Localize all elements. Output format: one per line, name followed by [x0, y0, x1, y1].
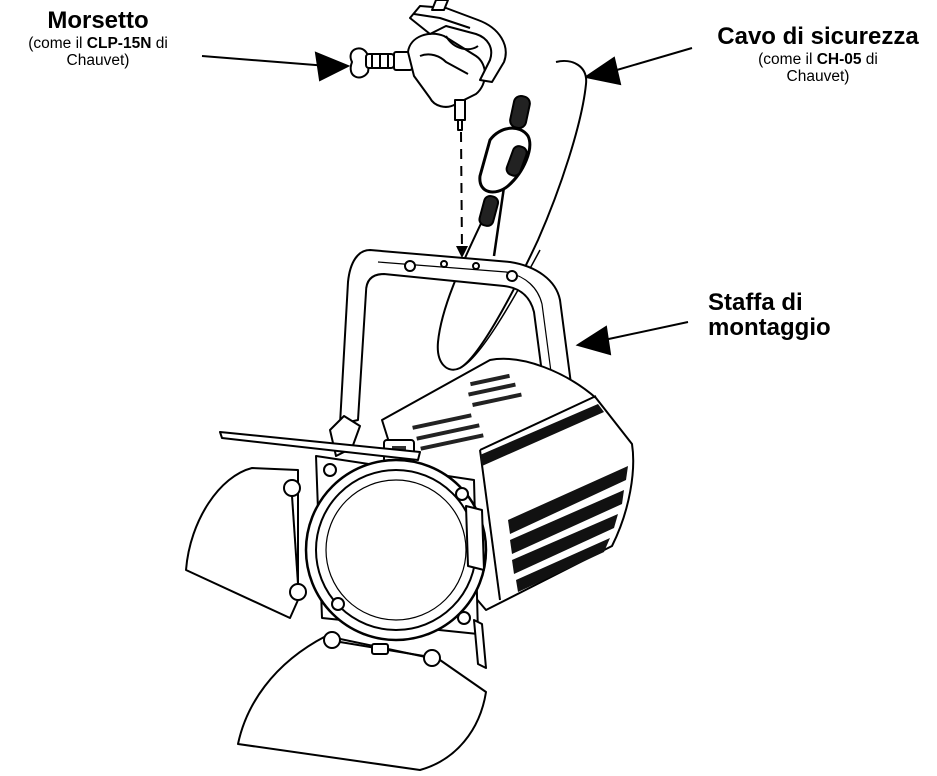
safety-cable-subtitle: (come il CH-05 di Chauvet)	[700, 51, 936, 86]
bracket-title-line2: montaggio	[708, 314, 831, 342]
clamp-drawing	[349, 0, 507, 131]
safety-cable-sub-line2: Chauvet)	[786, 68, 850, 86]
clamp-sub-suffix: di	[151, 34, 168, 52]
clamp-label: Morsetto (come il CLP-15N di Chauvet)	[8, 7, 188, 70]
clamp-sub-prefix: (come il	[28, 34, 87, 52]
clamp-arrow	[201, 55, 329, 67]
clamp-alignment-dashline	[460, 131, 463, 253]
safety-cable-arrow	[609, 47, 693, 73]
safety-cable-title: Cavo di sicurezza	[717, 23, 919, 50]
clamp-title: Morsetto	[47, 7, 149, 34]
safety-cable-model: CH-05	[816, 50, 862, 68]
bracket-title-line1: Staffa di	[708, 289, 803, 316]
clamp-model: CLP-15N	[86, 34, 152, 52]
safety-cable-sub-suffix: di	[861, 50, 878, 68]
callout-arrows	[201, 47, 693, 356]
barn-doors-drawing	[185, 431, 487, 771]
bracket-arrow	[603, 321, 689, 341]
safety-cable-label: Cavo di sicurezza (come il CH-05 di Chau…	[700, 23, 936, 86]
safety-cable-sub-prefix: (come il	[758, 50, 817, 68]
clamp-subtitle: (come il CLP-15N di Chauvet)	[8, 35, 188, 70]
clamp-sub-line2: Chauvet)	[66, 52, 130, 70]
lens-assembly-drawing	[304, 415, 488, 642]
bracket-label: Staffa di montaggio	[708, 289, 831, 342]
safety-cable-drawing	[436, 60, 588, 371]
